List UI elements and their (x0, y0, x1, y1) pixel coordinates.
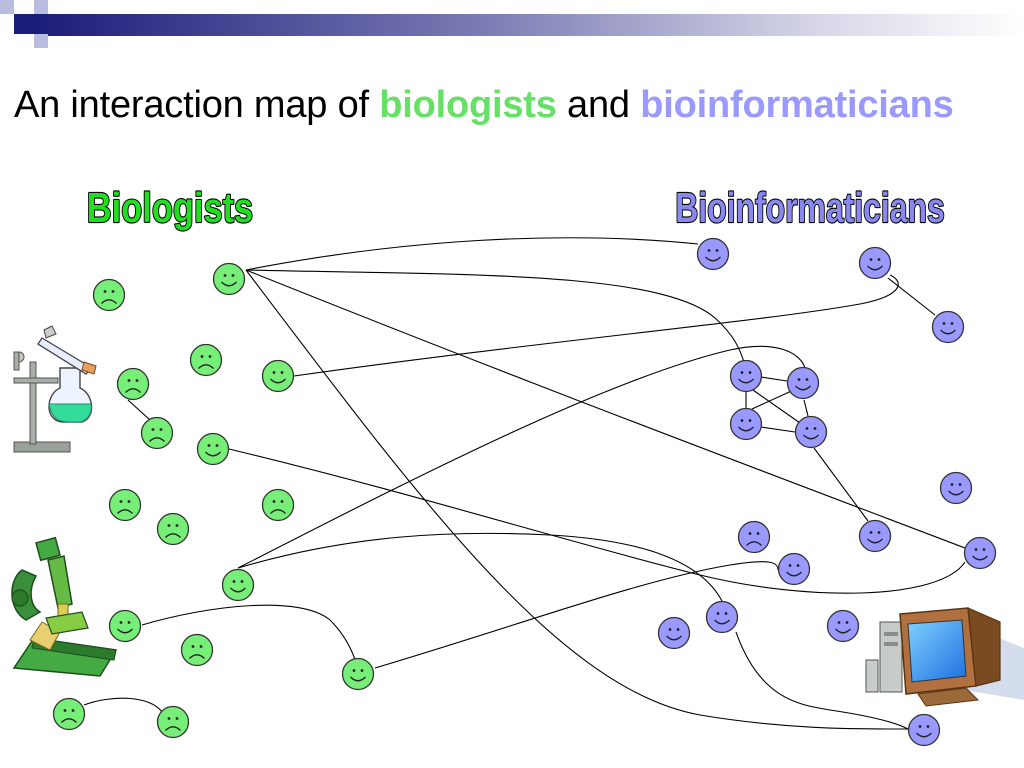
title-middle: and (556, 84, 641, 126)
bioinformatician-happy-face-icon (858, 246, 892, 280)
biologist-happy-face-icon (196, 432, 230, 466)
title-bioinformaticians: bioinformaticians (640, 84, 954, 126)
bioinformatician-sad-face-icon (737, 520, 771, 554)
connection-line (813, 447, 869, 522)
connection-line (228, 448, 966, 594)
biologist-happy-face-icon (221, 568, 255, 602)
connection-line (760, 426, 796, 433)
title-biologists: biologists (379, 84, 557, 126)
bioinformatician-happy-face-icon (786, 366, 820, 400)
bioinformatician-happy-face-icon (705, 600, 739, 634)
title-prefix: An interaction map of (14, 84, 380, 126)
biologist-sad-face-icon (156, 705, 190, 739)
connection-line (735, 631, 909, 730)
bioinformatician-happy-face-icon (657, 616, 691, 650)
connection-line (245, 269, 909, 730)
header-square (14, 14, 34, 34)
connection-line (752, 389, 801, 424)
connection-line (141, 604, 358, 666)
connection-lines (83, 237, 966, 730)
connection-line (237, 532, 723, 602)
header-square (34, 0, 48, 14)
biologist-sad-face-icon (180, 633, 214, 667)
bioinformatician-happy-face-icon (696, 237, 730, 271)
connection-line (760, 376, 788, 382)
biologist-happy-face-icon (341, 657, 375, 691)
connection-line (293, 274, 899, 377)
biologist-sad-face-icon (261, 488, 295, 522)
bioinformatician-happy-face-icon (729, 359, 763, 393)
connection-line (83, 697, 163, 713)
connection-line (245, 269, 966, 549)
biologist-happy-face-icon (108, 609, 142, 643)
biologist-sad-face-icon (140, 416, 174, 450)
bioinformatician-happy-face-icon (794, 415, 828, 449)
lab-flask-icon (13, 325, 97, 453)
bioinformatician-happy-face-icon (729, 407, 763, 441)
slide-title: An interaction map of biologists and bio… (14, 84, 954, 127)
connection-line (803, 399, 809, 417)
header-square (0, 0, 14, 14)
computer-icon (865, 607, 1024, 707)
bioinformatician-happy-face-icon (939, 471, 973, 505)
biologist-sad-face-icon (92, 278, 126, 312)
bioinformatician-happy-face-icon (826, 609, 860, 643)
microscope-icon (11, 536, 118, 677)
connection-line (887, 277, 936, 316)
biologist-happy-face-icon (261, 359, 295, 393)
biologist-sad-face-icon (116, 367, 150, 401)
header-gradient-bar (0, 0, 1024, 48)
connection-line (245, 269, 745, 363)
biologist-sad-face-icon (156, 512, 190, 546)
biologist-sad-face-icon (189, 343, 223, 377)
bioinformatician-happy-face-icon (963, 536, 997, 570)
label-biologists: Biologists (87, 185, 253, 232)
connection-line (374, 561, 779, 669)
label-bioinformaticians: Bioinformaticians (675, 184, 945, 231)
bioinformatician-happy-face-icon (907, 713, 941, 747)
biologist-sad-face-icon (52, 697, 86, 731)
bioinformatician-happy-face-icon (858, 519, 892, 553)
bioinformatician-happy-face-icon (931, 310, 965, 344)
bioinformatician-happy-face-icon (777, 552, 811, 586)
connection-line (245, 237, 699, 271)
header-square (34, 34, 48, 48)
biologist-happy-face-icon (212, 262, 246, 296)
header-square (48, 0, 76, 14)
biologist-sad-face-icon (108, 488, 142, 522)
connection-line (237, 345, 806, 569)
connection-line (127, 399, 151, 421)
